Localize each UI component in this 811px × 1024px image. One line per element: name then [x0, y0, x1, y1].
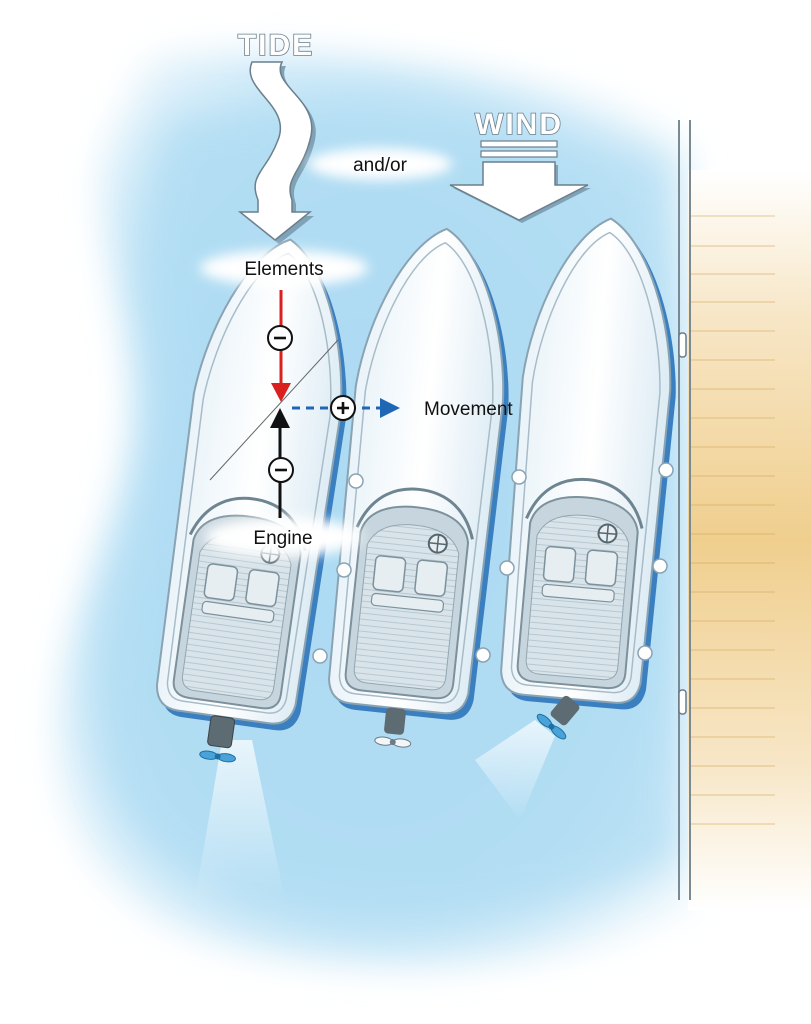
fender-icon	[658, 462, 674, 478]
propwash-beams	[195, 720, 555, 900]
fender-icon	[336, 562, 352, 578]
fender-icon	[637, 645, 653, 661]
boat-moored-middle	[320, 219, 528, 748]
dock-cleat	[678, 332, 687, 358]
fender-icon	[348, 473, 364, 489]
fender-icon	[652, 558, 668, 574]
movement-label: Movement	[424, 399, 513, 420]
dock-cleat	[678, 689, 687, 715]
fender-icon	[499, 560, 515, 576]
fender-icon	[312, 648, 328, 664]
boat-maneuvering	[147, 227, 371, 763]
plus-circle-icon	[330, 395, 356, 421]
outboard-engine	[199, 715, 236, 763]
wind-label: WIND	[475, 108, 563, 141]
andor-label: and/or	[353, 155, 408, 176]
outboard-engine	[536, 695, 580, 740]
dock	[678, 120, 811, 910]
outboard-engine	[374, 707, 412, 748]
minus-circle-icon	[268, 457, 294, 483]
fender-icon	[511, 469, 527, 485]
propeller-icon	[536, 713, 567, 740]
pivot-line	[209, 339, 339, 481]
tide-label: TIDE	[238, 29, 314, 62]
fender-icon	[475, 647, 491, 663]
minus-circle-icon	[267, 325, 293, 351]
engine-label: Engine	[253, 528, 312, 549]
wavy-tide-arrow-icon	[237, 61, 316, 244]
wind-arrow-icon	[449, 140, 591, 223]
propeller-icon	[374, 736, 412, 748]
propeller-icon	[199, 750, 236, 763]
elements-label: Elements	[244, 259, 323, 280]
boat-moored-dock	[493, 210, 693, 740]
